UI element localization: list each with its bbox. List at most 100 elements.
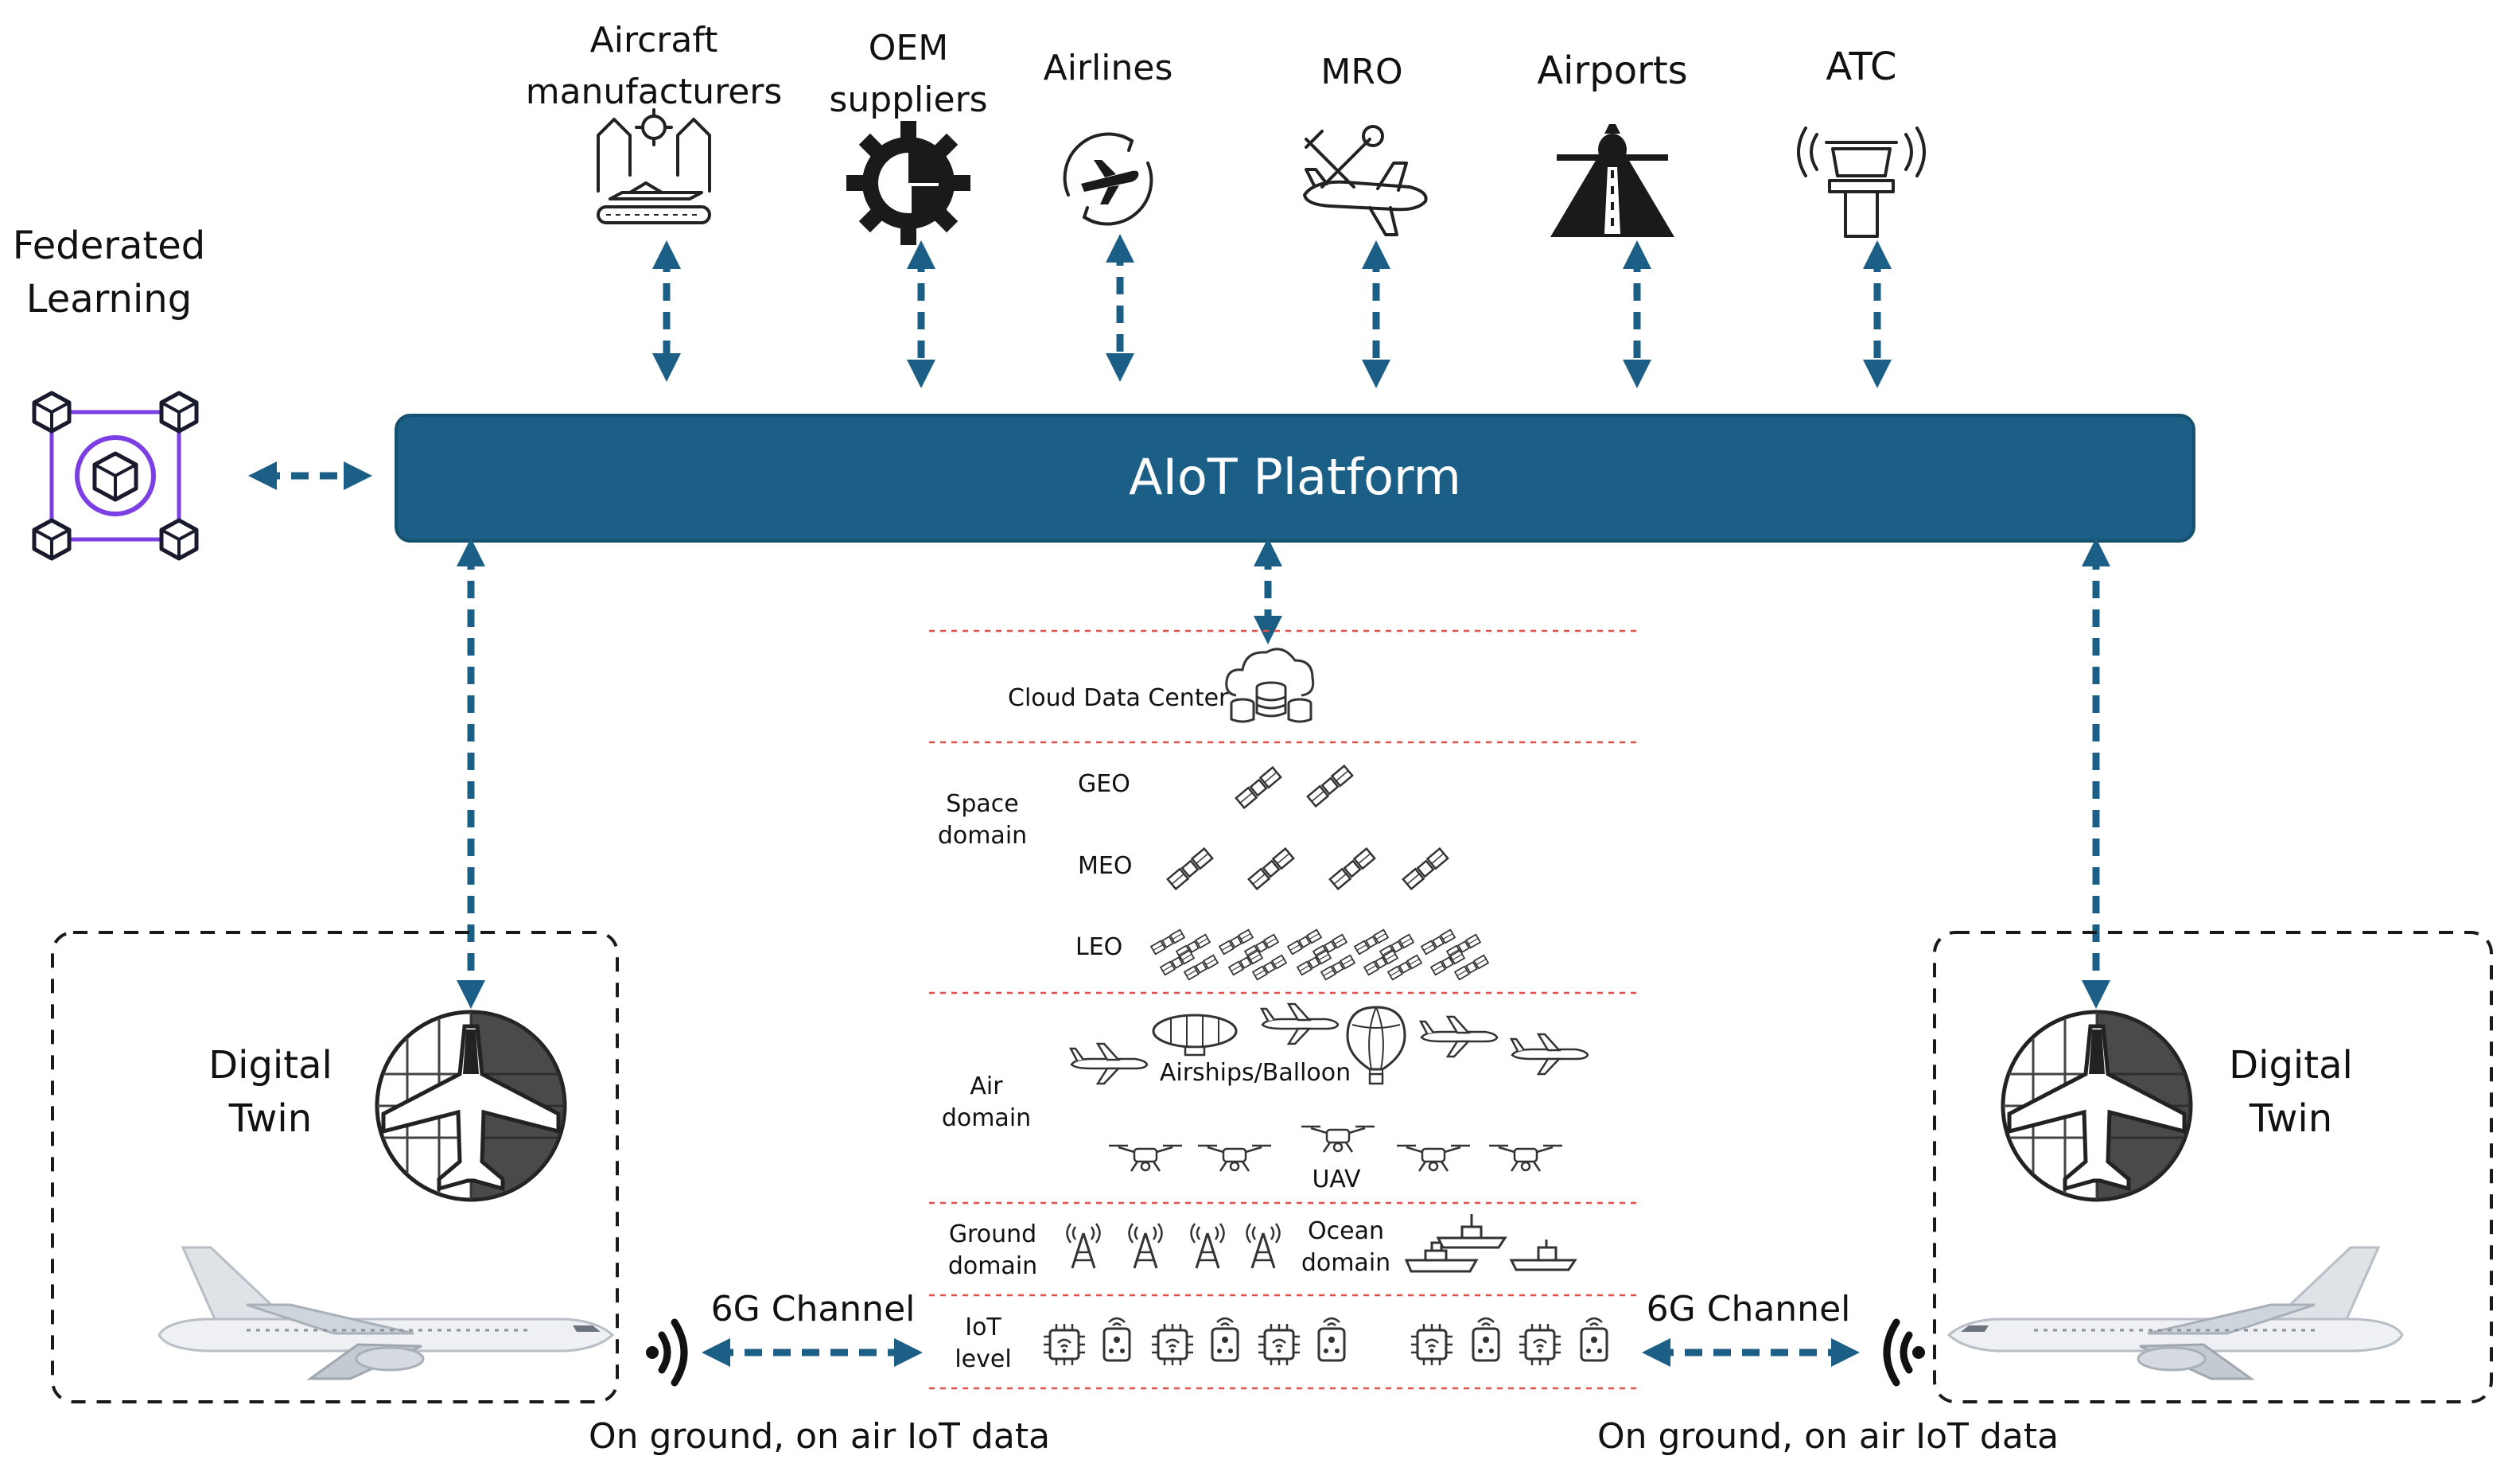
cell-tower-icon xyxy=(1128,1222,1163,1270)
plane-wrench-icon xyxy=(1303,125,1428,236)
stakeholder-label-line1: Aircraft xyxy=(590,20,718,60)
meo-satellites xyxy=(1166,847,1449,890)
cell-tower-icon xyxy=(1066,1222,1101,1270)
channel-left: 6G Channel On ground, on air IoT data xyxy=(589,1289,1050,1457)
aiot-platform: AIoT Platform xyxy=(395,414,2195,543)
iot-chip-icon xyxy=(1518,1322,1562,1367)
iot-level-label-line1: IoT xyxy=(965,1314,1001,1341)
satellite-icon xyxy=(1235,766,1282,809)
drone-icon xyxy=(1107,1144,1184,1173)
airliner-image xyxy=(1947,1246,2404,1380)
gear-icon xyxy=(846,121,970,245)
plane-icon xyxy=(1419,1015,1499,1058)
air-domain-label-line2: domain xyxy=(942,1104,1031,1132)
stakeholder-label: Airlines xyxy=(1044,48,1173,88)
satellite-icon xyxy=(1402,847,1449,890)
geo-label: GEO xyxy=(1078,770,1130,798)
ship-icon xyxy=(1436,1214,1507,1249)
stakeholder-oem-suppliers: OEM suppliers xyxy=(829,28,988,245)
factory-robot-icon xyxy=(597,108,711,224)
stakeholder-label: Airports xyxy=(1537,49,1687,93)
ocean-domain-label-line1: Ocean xyxy=(1308,1217,1384,1245)
cloud-label: Cloud Data Center xyxy=(1008,684,1229,712)
digital-twin-globe-plane-icon xyxy=(377,1012,565,1200)
stakeholder-airports: Airports xyxy=(1537,49,1688,237)
cell-tower-icon xyxy=(1246,1222,1281,1270)
satellite-icon xyxy=(1166,847,1214,890)
iot-chip-icon xyxy=(1150,1322,1195,1367)
airship-icon xyxy=(1152,1014,1238,1057)
iot-sensor-icon xyxy=(1211,1317,1239,1362)
runway-plane-icon xyxy=(1550,124,1674,237)
iot-sensor-icon xyxy=(1102,1317,1131,1362)
iot-sensor-icon xyxy=(1317,1317,1346,1362)
federated-label-line2: Learning xyxy=(26,277,192,321)
ground-domain-label-line2: domain xyxy=(948,1252,1037,1280)
channel-right: 6G Channel On ground, on air IoT data xyxy=(1597,1289,2059,1457)
uav-group xyxy=(1107,1125,1564,1173)
plane-icon xyxy=(1260,1002,1340,1045)
drone-icon xyxy=(1395,1144,1472,1173)
stakeholder-arrows xyxy=(652,234,1892,388)
digital-twin-label-line2: Twin xyxy=(228,1096,312,1141)
uav-label: UAV xyxy=(1312,1166,1361,1193)
wireless-signal-icon xyxy=(1883,1318,1925,1387)
channel-label: 6G Channel xyxy=(711,1289,916,1329)
platform-arrows xyxy=(457,538,2110,1009)
federated-label-line1: Federated xyxy=(13,224,205,268)
air-domain-label-line1: Air xyxy=(970,1072,1003,1100)
balloon-icon xyxy=(1346,1006,1406,1085)
stakeholder-label-line1: OEM xyxy=(869,28,948,68)
wireless-signal-icon xyxy=(646,1318,688,1387)
stakeholder-label-line2: suppliers xyxy=(829,80,987,120)
stakeholder-label: MRO xyxy=(1320,52,1402,92)
geo-satellites xyxy=(1235,765,1354,809)
digital-twin-right: Digital Twin xyxy=(1933,931,2493,1403)
space-domain-label-line2: domain xyxy=(938,822,1027,850)
space-domain-label-line1: Space xyxy=(946,790,1018,818)
satellite-cluster-icon xyxy=(1150,928,1219,981)
stakeholder-mro: MRO xyxy=(1303,52,1428,236)
iot-chip-icon xyxy=(1410,1322,1454,1367)
meo-label: MEO xyxy=(1078,852,1132,880)
plane-globe-icon xyxy=(1063,132,1153,226)
ground-domain-label-line1: Ground xyxy=(949,1220,1036,1248)
airships-label: Airships/Balloon xyxy=(1160,1059,1351,1087)
drone-icon xyxy=(1196,1144,1273,1173)
satellite-cluster-icon xyxy=(1421,928,1489,981)
stakeholder-airlines: Airlines xyxy=(1044,48,1173,226)
iot-sensor-icon xyxy=(1580,1317,1608,1362)
leo-label: LEO xyxy=(1075,933,1122,961)
footer-label: On ground, on air IoT data xyxy=(589,1416,1050,1457)
iot-level-label-line2: level xyxy=(955,1345,1011,1373)
digital-twin-frame xyxy=(1933,931,2493,1403)
cell-tower-icon xyxy=(1190,1222,1225,1270)
stakeholder-aircraft-manufacturers: Aircraft manufacturers xyxy=(526,20,783,224)
layer-stack: Cloud Data Center Space domain GEO MEO L… xyxy=(929,629,1639,1390)
ship-icon xyxy=(1404,1241,1479,1273)
iot-chip-icon xyxy=(1257,1322,1301,1367)
ship-icon xyxy=(1509,1240,1577,1271)
digital-twin-frame xyxy=(51,931,619,1403)
platform-label: AIoT Platform xyxy=(1129,448,1461,506)
satellite-icon xyxy=(1328,847,1376,890)
airliner-image xyxy=(158,1246,614,1380)
satellite-icon xyxy=(1247,847,1295,890)
stakeholder-label-line2: manufacturers xyxy=(526,72,783,112)
plane-icon xyxy=(1069,1042,1149,1085)
digital-twin-left: Digital Twin xyxy=(51,931,619,1403)
iot-sensor-icon xyxy=(1472,1317,1500,1362)
stakeholder-label: ATC xyxy=(1826,45,1896,89)
satellite-cluster-icon xyxy=(1219,928,1287,981)
satellite-icon xyxy=(1306,765,1354,808)
digital-twin-label-line1: Digital xyxy=(208,1043,332,1088)
digital-twin-label-line2: Twin xyxy=(2249,1096,2332,1141)
iot-chip-icon xyxy=(1042,1322,1087,1367)
digital-twin-label-line1: Digital xyxy=(2229,1043,2353,1088)
drone-icon xyxy=(1300,1125,1376,1154)
drone-icon xyxy=(1488,1144,1564,1173)
ocean-domain-label-line2: domain xyxy=(1301,1249,1390,1277)
satellite-cluster-icon xyxy=(1354,928,1422,981)
plane-icon xyxy=(1510,1033,1589,1076)
